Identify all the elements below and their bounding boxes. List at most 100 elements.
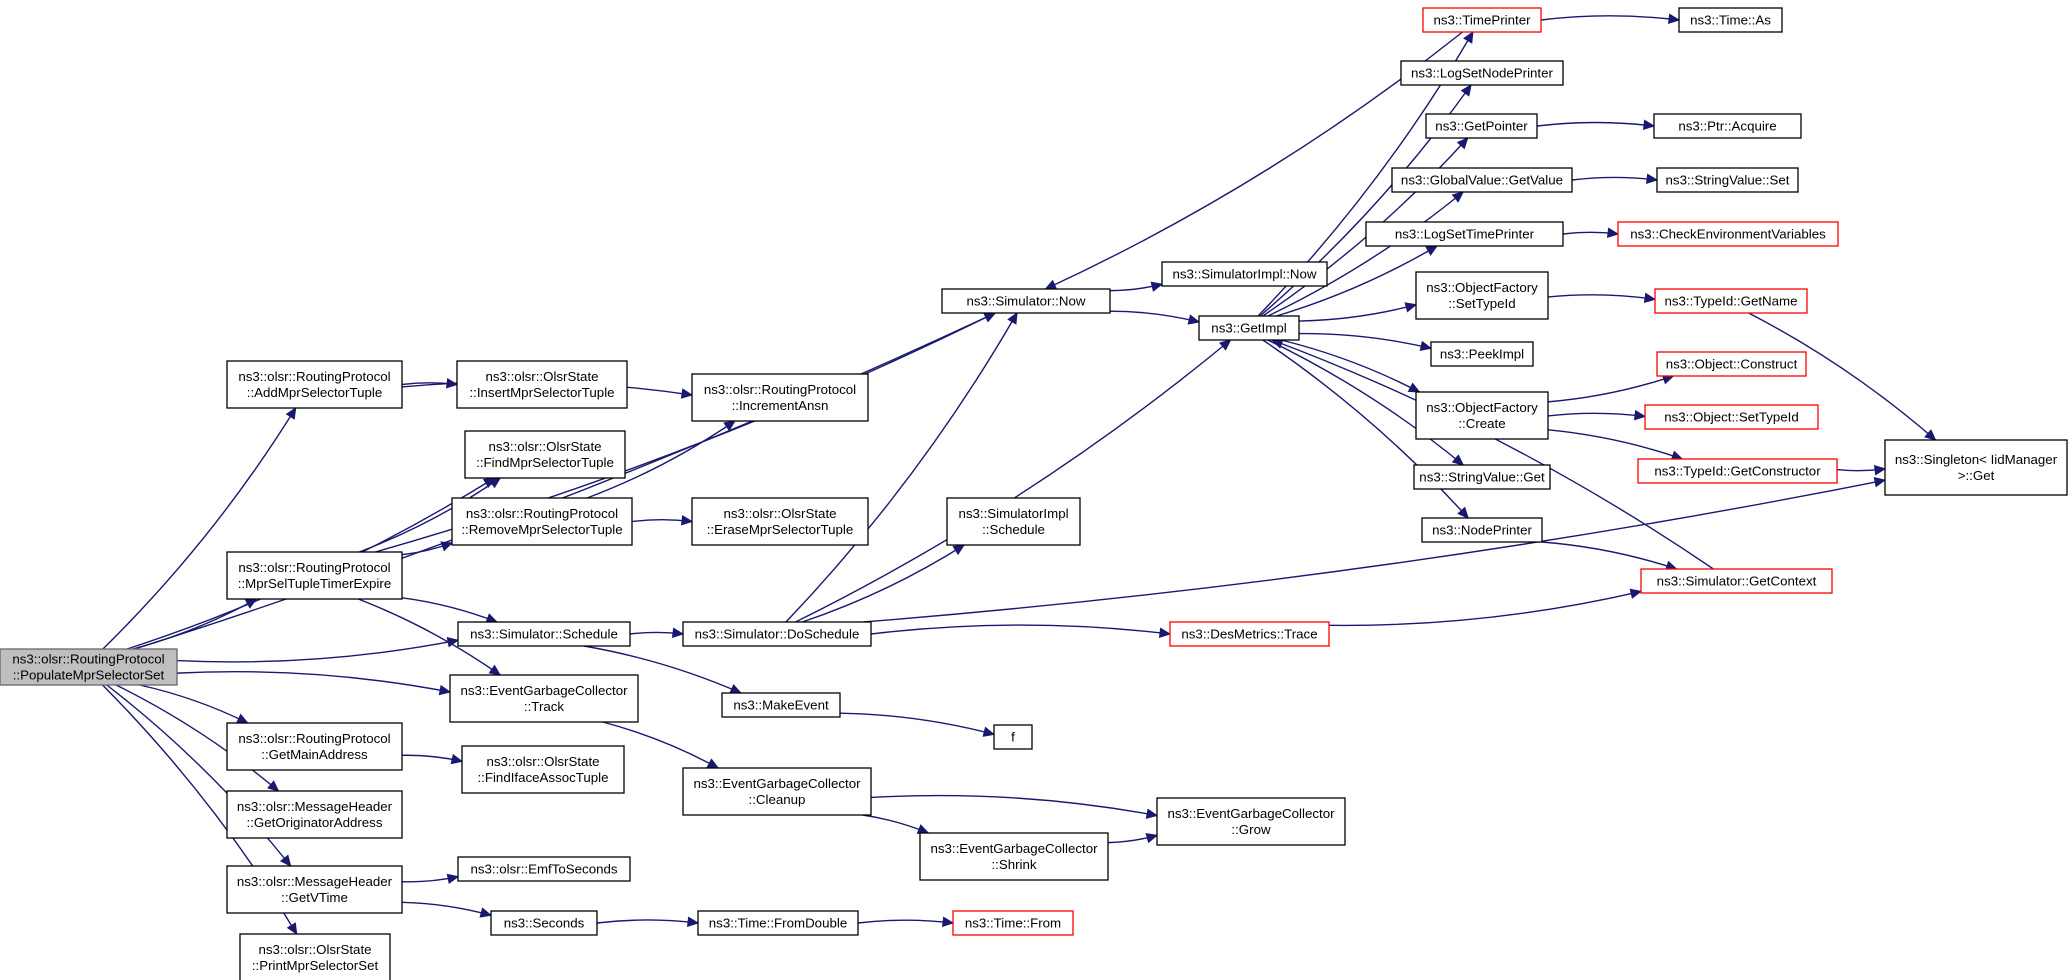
node-label: ns3::olsr::RoutingProtocol [466,506,618,521]
node-box [1656,167,1799,193]
node-stringget[interactable]: ns3::StringValue::Get [1413,464,1551,490]
node-label: ::Cleanup [749,792,806,807]
node-mprsel[interactable]: ns3::olsr::RoutingProtocol::MprSelTupleT… [226,551,403,600]
node-insertmpr[interactable]: ns3::olsr::OlsrState::InsertMprSelectorT… [456,360,628,409]
node-ptracquire[interactable]: ns3::Ptr::Acquire [1653,113,1802,139]
node-label: ::Grow [1231,822,1271,837]
node-findmpr[interactable]: ns3::olsr::OlsrState::FindMprSelectorTup… [464,430,626,479]
node-findiface[interactable]: ns3::olsr::OlsrState::FindIfaceAssocTupl… [461,745,625,794]
node-box [226,360,403,409]
node-egcgrow[interactable]: ns3::EventGarbageCollector::Grow [1156,797,1346,846]
node-timeas[interactable]: ns3::Time::As [1678,7,1783,33]
edge-root-to-now [134,312,996,650]
node-getmain[interactable]: ns3::olsr::RoutingProtocol::GetMainAddre… [226,722,403,771]
node-desmetrics[interactable]: ns3::DesMetrics::Trace [1169,621,1330,647]
edge-egccleanup-to-egcgrow [870,794,1158,817]
node-typeidgetctor[interactable]: ns3::TypeId::GetConstructor [1637,458,1838,484]
node-simimplsched[interactable]: ns3::SimulatorImpl::Schedule [946,497,1081,546]
node-stringset[interactable]: ns3::StringValue::Set [1656,167,1799,193]
node-label: ns3::olsr::RoutingProtocol [238,731,390,746]
node-box [1422,7,1542,33]
node-box [697,910,859,936]
node-timeprinter[interactable]: ns3::TimePrinter [1422,7,1542,33]
node-box [457,621,631,647]
node-label: ::RemoveMprSelectorTuple [461,522,622,537]
node-simimplnow[interactable]: ns3::SimulatorImpl::Now [1161,261,1328,287]
edge-getimpl-to-ofcreate [1280,339,1420,393]
node-label: ns3::ObjectFactory [1426,280,1538,295]
node-egcshrink[interactable]: ns3::EventGarbageCollector::Shrink [919,832,1109,881]
node-getcontext[interactable]: ns3::Simulator::GetContext [1640,568,1833,594]
node-getimpl[interactable]: ns3::GetImpl [1198,315,1300,341]
node-checkenv[interactable]: ns3::CheckEnvironmentVariables [1617,221,1839,247]
node-box [1617,221,1839,247]
node-fromdouble[interactable]: ns3::Time::FromDouble [697,910,859,936]
edge-root-to-getmain [139,684,249,724]
node-objconstruct[interactable]: ns3::Object::Construct [1656,351,1807,377]
node-box [457,856,631,882]
node-addmpr[interactable]: ns3::olsr::RoutingProtocol::AddMprSelect… [226,360,403,409]
arrowhead-mprsel-to-now [983,312,996,323]
node-f[interactable]: f [993,724,1033,750]
edge-mprsel-to-sched [401,597,498,623]
edge-getimpl-to-nodeprinter [1262,339,1469,519]
node-label: ::PopulateMprSelectorSet [13,668,165,683]
arrowhead-root-to-getorig [267,780,280,792]
node-emf[interactable]: ns3::olsr::EmfToSeconds [457,856,631,882]
node-label: ns3::olsr::RoutingProtocol [238,369,390,384]
node-objsettypeid[interactable]: ns3::Object::SetTypeId [1644,404,1819,430]
node-box [682,621,872,647]
arrowhead-root-to-printmpr [286,922,298,936]
edge-timeprinter-to-now [1045,31,1463,290]
node-peekimpl[interactable]: ns3::PeekImpl [1430,341,1534,367]
node-box [1653,113,1802,139]
node-getorig[interactable]: ns3::olsr::MessageHeader::GetOriginatorA… [226,790,403,839]
arrowhead-getimpl-to-stringget [1451,454,1465,466]
arrowhead-mprsel-to-removempr [440,541,454,552]
node-box [993,724,1033,750]
node-box [490,910,598,936]
node-egccleanup[interactable]: ns3::EventGarbageCollector::Cleanup [682,767,872,816]
node-singleton[interactable]: ns3::Singleton< IidManager >::Get [1884,439,2068,496]
node-getpointer[interactable]: ns3::GetPointer [1425,113,1538,139]
arrowhead-getimpl-to-peekimpl [1419,340,1433,352]
node-box [682,767,872,816]
node-now[interactable]: ns3::Simulator::Now [941,288,1111,314]
node-label: ::AddMprSelectorTuple [247,385,383,400]
node-box [226,865,403,914]
node-typeidgetname[interactable]: ns3::TypeId::GetName [1654,288,1808,314]
node-printmpr[interactable]: ns3::olsr::OlsrState::PrintMprSelectorSe… [239,933,391,980]
node-timefrom[interactable]: ns3::Time::From [952,910,1074,936]
edge-getimpl-to-ofsettypeid [1298,304,1417,322]
edge-ofsettypeid-to-typeidgetname [1547,294,1656,301]
node-globalvalue[interactable]: ns3::GlobalValue::GetValue [1391,167,1573,193]
node-label: ns3::olsr::OlsrState [485,369,598,384]
node-getvtime[interactable]: ns3::olsr::MessageHeader::GetVTime [226,865,403,914]
node-removempr[interactable]: ns3::olsr::RoutingProtocol::RemoveMprSel… [451,497,633,546]
node-label: ns3::StringValue::Get [1419,470,1545,485]
arrowhead-root-to-mprsel [244,598,258,609]
node-nodeprinter[interactable]: ns3::NodePrinter [1421,517,1543,543]
edge-makeevent-to-f [839,712,995,736]
node-box [1678,7,1783,33]
node-egctrack[interactable]: ns3::EventGarbageCollector::Track [449,674,639,723]
arrowhead-getimpl-to-getpointer [1456,137,1469,150]
node-logsettime[interactable]: ns3::LogSetTimePrinter [1365,221,1564,247]
node-sched[interactable]: ns3::Simulator::Schedule [457,621,631,647]
node-erasempr[interactable]: ns3::olsr::OlsrState::EraseMprSelectorTu… [691,497,869,546]
node-doschedule[interactable]: ns3::Simulator::DoSchedule [682,621,872,647]
node-label: f [1011,730,1015,745]
node-root[interactable]: ns3::olsr::RoutingProtocol::PopulateMprS… [0,648,178,686]
arrowhead-seconds-to-fromdouble [686,916,700,927]
node-label: ns3::TypeId::GetConstructor [1654,464,1821,479]
edge-getimpl-to-globalvalue [1267,191,1464,317]
node-logsetnode[interactable]: ns3::LogSetNodePrinter [1400,60,1564,86]
node-ofsettypeid[interactable]: ns3::ObjectFactory::SetTypeId [1415,271,1549,320]
node-seconds[interactable]: ns3::Seconds [490,910,598,936]
node-incansn[interactable]: ns3::olsr::RoutingProtocol::IncrementAns… [691,373,869,422]
node-ofcreate[interactable]: ns3::ObjectFactory::Create [1415,391,1549,440]
arrowhead-globalvalue-to-stringset [1645,173,1659,184]
node-makeevent[interactable]: ns3::MakeEvent [721,692,841,718]
node-box [226,722,403,771]
node-box [451,497,633,546]
